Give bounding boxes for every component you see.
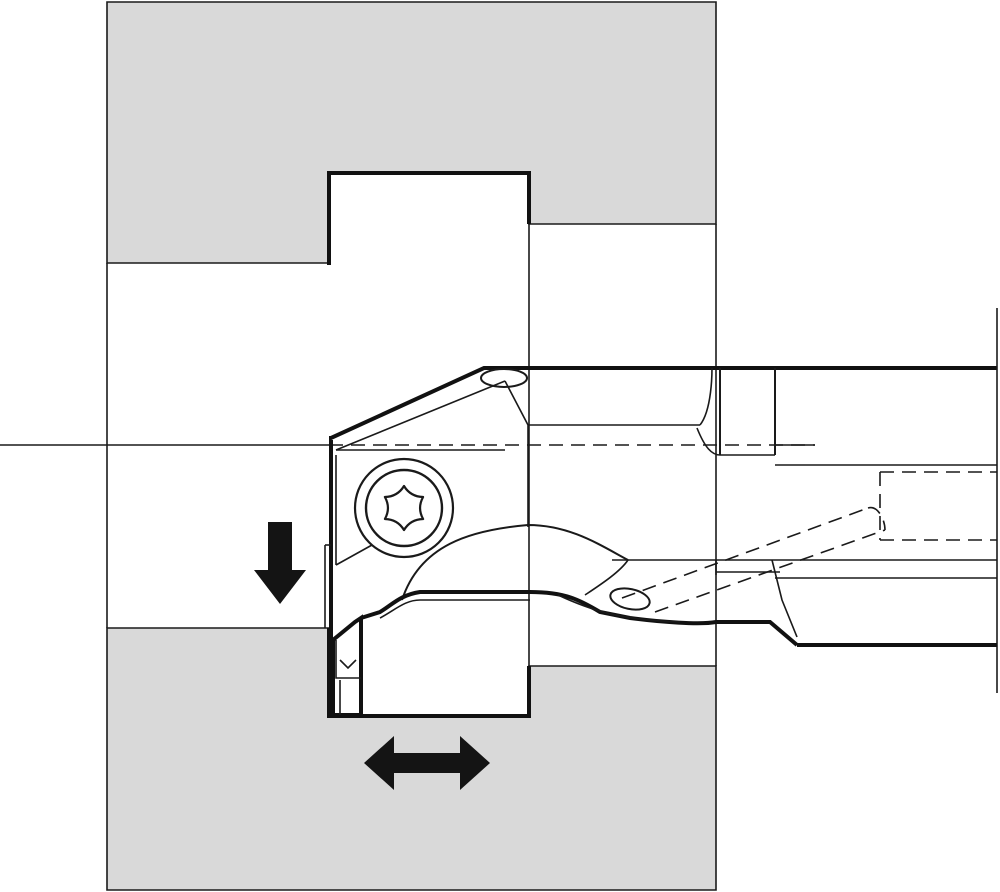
workpiece [106, 1, 717, 891]
tool-holder [329, 308, 998, 693]
groove-outline [327, 171, 531, 265]
double-arrow-horizontal-icon [364, 736, 490, 790]
arrow-down-icon [254, 522, 306, 604]
top-clearance-oval [480, 368, 528, 388]
grooving-insert [331, 614, 363, 717]
insert-head [324, 440, 799, 717]
coolant-outlet-oval [609, 587, 651, 611]
coolant-channel [621, 506, 886, 613]
torx-screw-icon [353, 457, 455, 559]
workpiece-upper-section [106, 1, 717, 264]
